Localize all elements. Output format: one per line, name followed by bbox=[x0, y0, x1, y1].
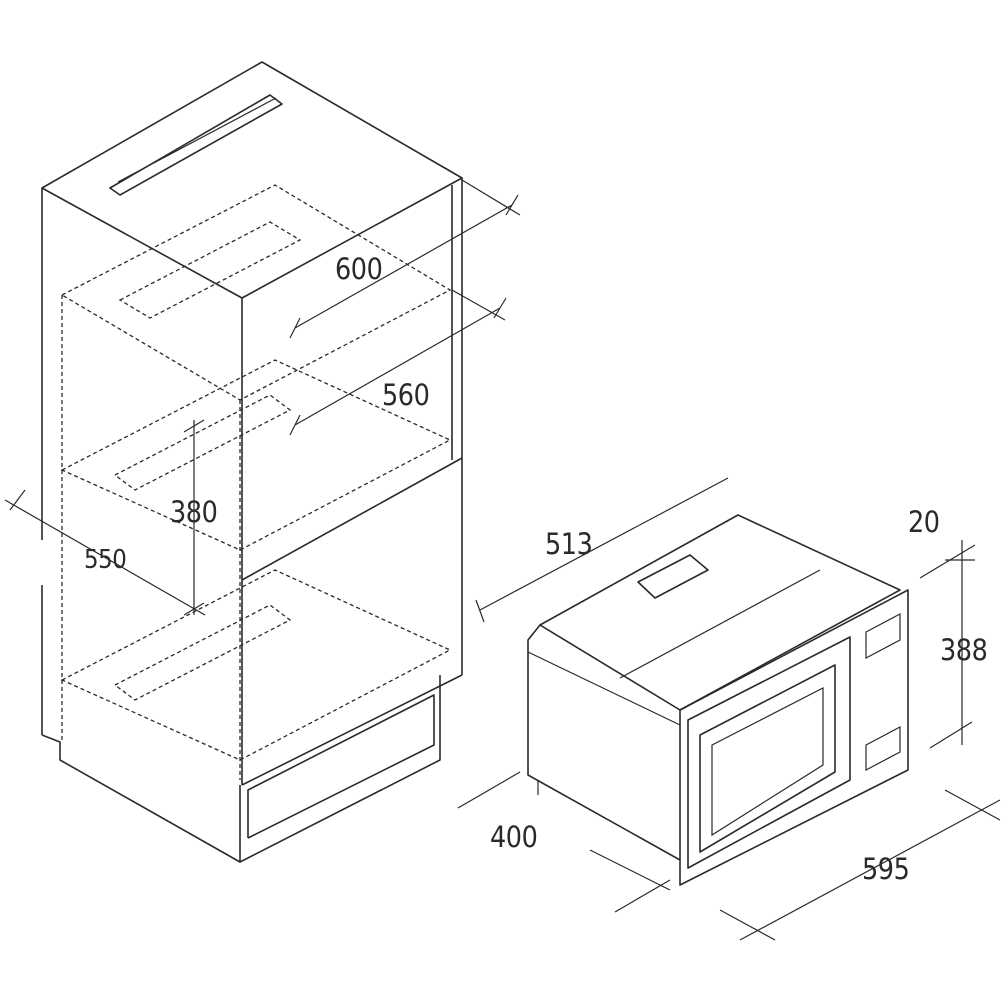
microwave-front-frame bbox=[679, 589, 909, 886]
dim-400-line bbox=[589, 849, 671, 891]
dim-400-tick bbox=[614, 879, 671, 913]
microwave-display bbox=[865, 613, 901, 659]
label-400: 400 bbox=[490, 820, 538, 854]
dim-550-line bbox=[4, 499, 206, 616]
label-600: 600 bbox=[335, 252, 383, 286]
cabinet-dimension-lines bbox=[4, 179, 521, 616]
microwave-body-line bbox=[527, 651, 681, 726]
dim-388-tick bbox=[929, 721, 973, 749]
microwave-body-left bbox=[527, 624, 681, 861]
niche-top-dashed bbox=[60, 184, 452, 401]
microwave-dimension-lines bbox=[457, 477, 1001, 941]
cabinet-plinth-left bbox=[41, 734, 241, 863]
plinth-right bbox=[239, 675, 441, 863]
dim-595-tick bbox=[944, 789, 1001, 821]
door-split-line bbox=[241, 457, 463, 581]
dim-380-tick bbox=[183, 419, 205, 433]
microwave-window bbox=[699, 664, 836, 853]
dim-600-line bbox=[294, 204, 513, 329]
dim-550-tick bbox=[9, 489, 26, 511]
dim-595-tick bbox=[719, 909, 776, 941]
dim-560-line bbox=[294, 307, 501, 426]
plinth-recess bbox=[247, 694, 435, 839]
microwave-top-ridge bbox=[619, 569, 821, 679]
lower-door-bottom bbox=[241, 674, 463, 786]
microwave-door bbox=[687, 636, 851, 869]
dim-20-line bbox=[919, 544, 976, 579]
microwave-window-inner bbox=[711, 687, 824, 837]
label-550: 550 bbox=[84, 545, 127, 575]
dim-600-tick bbox=[289, 317, 301, 339]
dim-560-ext bbox=[451, 289, 506, 321]
label-595: 595 bbox=[862, 852, 910, 886]
vent-dashed-lower bbox=[113, 604, 292, 701]
cabinet-top-vent bbox=[109, 94, 283, 196]
microwave-button-panel bbox=[865, 726, 901, 771]
microwave-top-vent bbox=[637, 554, 709, 599]
vent-dashed-middle bbox=[113, 394, 292, 491]
dim-513-tick bbox=[475, 599, 485, 623]
microwave-top-face bbox=[539, 514, 901, 711]
vent-inner-line bbox=[117, 97, 277, 183]
built-in-microwave bbox=[527, 514, 909, 886]
label-388: 388 bbox=[940, 633, 988, 667]
dim-560-tick bbox=[289, 414, 301, 436]
label-20: 20 bbox=[908, 505, 940, 539]
dim-513-line bbox=[479, 477, 729, 611]
dim-600-ext bbox=[461, 179, 521, 216]
label-560: 560 bbox=[382, 378, 430, 412]
dim-400-tick bbox=[457, 771, 521, 809]
vent-dashed-upper bbox=[118, 221, 302, 319]
lower-floor-dashed bbox=[60, 569, 452, 761]
dim-595-line bbox=[739, 799, 1001, 941]
dim-600-tick bbox=[505, 194, 519, 216]
label-380: 380 bbox=[170, 495, 218, 529]
cabinet-top-face bbox=[41, 61, 463, 299]
tall-cabinet bbox=[41, 61, 463, 863]
label-513: 513 bbox=[545, 527, 593, 561]
